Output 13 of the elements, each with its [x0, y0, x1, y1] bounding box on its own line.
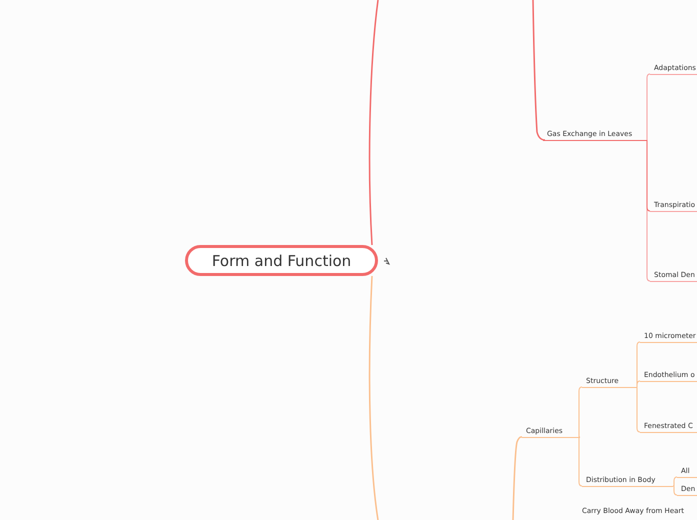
- branch-line: [636, 380, 640, 388]
- branch-line: [646, 74, 650, 140]
- branch-line: [672, 486, 678, 496]
- branch-line: [368, 0, 379, 246]
- branch-line: [512, 436, 522, 520]
- branch-line: [368, 276, 379, 520]
- branch-line: [578, 386, 582, 438]
- central-topic-box: Form and Function: [185, 245, 378, 276]
- branch-line: [532, 0, 546, 141]
- branch-line: [672, 476, 678, 486]
- branch-line: [636, 386, 640, 432]
- branch-line: [646, 140, 650, 212]
- branch-line: [578, 436, 582, 486]
